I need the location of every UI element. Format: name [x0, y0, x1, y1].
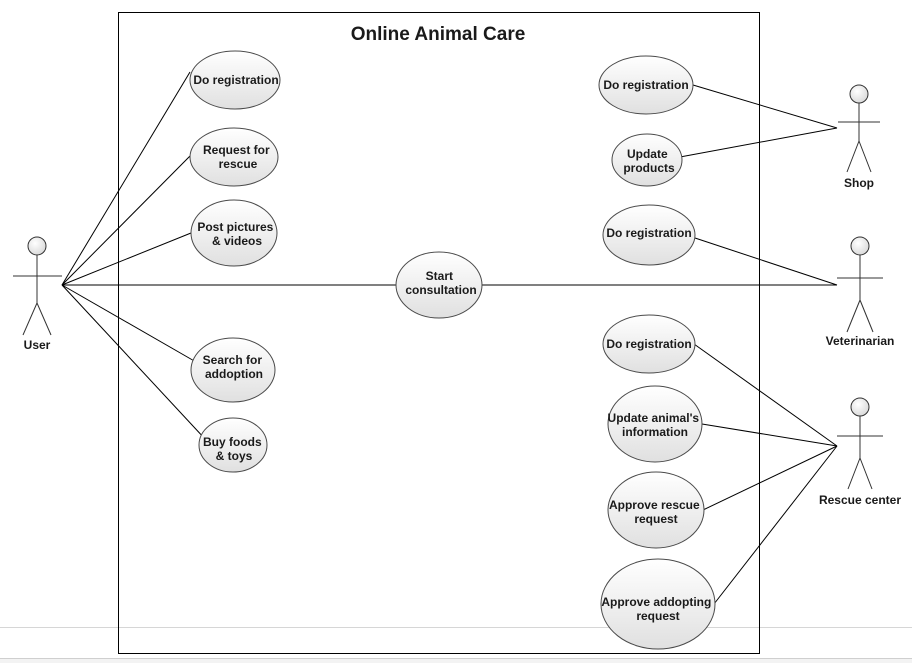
actor-veterinarian-label: Veterinarian: [826, 334, 895, 348]
use-case-label: Approve rescue: [609, 498, 700, 512]
line-user-registration: [61, 71, 191, 286]
use-case-label: & videos: [212, 234, 262, 248]
use-case-label: Request for: [203, 143, 270, 157]
actor-veterinarian[interactable]: [837, 236, 883, 333]
actor-head-icon: [27, 236, 47, 256]
use-case-label: request: [634, 512, 677, 526]
use-case-label: Update: [627, 147, 668, 161]
svg-text:Buy foods & toys: Buy foods & toys: [203, 435, 265, 463]
line-rescue-approve-adopting: [713, 445, 838, 605]
use-case-label: Search for: [203, 353, 263, 367]
use-case-post-pictures-videos[interactable]: Post pictures & videos: [190, 199, 278, 267]
line-vet-registration: [694, 237, 838, 286]
use-case-start-consultation[interactable]: Start consultation: [395, 251, 483, 319]
svg-text:Do registration: Do registration: [193, 73, 278, 87]
line-user-post-pictures: [61, 232, 192, 286]
actor-shop-label: Shop: [844, 176, 874, 190]
svg-text:Approve rescue request: Approve rescue request: [609, 498, 703, 526]
svg-text:Do registration: Do registration: [606, 337, 691, 351]
line-user-buy-foods: [61, 284, 207, 441]
use-case-label: Start: [426, 269, 453, 283]
use-case-request-for-rescue[interactable]: Request for rescue: [189, 127, 279, 187]
actor-head-icon: [850, 397, 870, 417]
actor-user[interactable]: [13, 236, 62, 336]
actor-user-label: User: [24, 338, 51, 352]
use-case-label: Post pictures: [197, 220, 273, 234]
line-rescue-approve-rescue: [702, 445, 838, 511]
line-shop-update-products: [679, 127, 838, 158]
use-case-label: addoption: [205, 367, 263, 381]
use-case-update-animal-information[interactable]: Update animal's information: [607, 385, 703, 463]
svg-text:Do registration: Do registration: [603, 78, 688, 92]
use-case-approve-rescue-request[interactable]: Approve rescue request: [607, 471, 705, 549]
svg-text:Start consultation: Start consultation: [405, 269, 476, 297]
svg-text:Search for addoption: Search for addoption: [203, 353, 266, 381]
use-case-do-registration-shop[interactable]: Do registration: [598, 55, 694, 115]
page-boundary-bottom: [0, 658, 912, 663]
line-rescue-registration: [693, 343, 838, 447]
use-case-label: rescue: [219, 157, 258, 171]
association-lines: [61, 71, 838, 605]
actor-rescue-center[interactable]: [837, 397, 883, 490]
use-case-label: Do registration: [193, 73, 278, 87]
use-case-label: Do registration: [606, 337, 691, 351]
svg-text:Request for rescue: Request for rescue: [203, 143, 273, 171]
use-case-do-registration-user[interactable]: Do registration: [189, 50, 281, 110]
svg-text:Update products: Update products: [623, 147, 675, 175]
use-case-label: Approve addopting: [601, 595, 711, 609]
svg-text:Post pictures & videos: Post pictures & videos: [197, 220, 276, 248]
use-case-buy-foods-toys[interactable]: Buy foods & toys: [198, 417, 268, 473]
use-case-do-registration-vet[interactable]: Do registration: [602, 204, 696, 266]
actor-head-icon: [849, 84, 869, 104]
line-user-search-adoption: [61, 284, 197, 363]
system-title: Online Animal Care: [351, 24, 526, 45]
use-case-approve-adopting-request[interactable]: Approve addopting request: [600, 558, 716, 650]
use-case-label: Do registration: [606, 226, 691, 240]
line-rescue-update-info: [701, 423, 838, 447]
svg-text:Approve addopting reques: Approve addopting request: [601, 595, 714, 623]
line-shop-registration: [692, 84, 838, 129]
use-case-label: products: [623, 161, 675, 175]
use-case-label: Buy foods: [203, 435, 262, 449]
use-case-label: Do registration: [603, 78, 688, 92]
use-case-label: & toys: [216, 449, 253, 463]
actor-rescue-center-label: Rescue center: [819, 493, 901, 507]
use-case-label: request: [636, 609, 679, 623]
line-user-request-rescue: [61, 155, 191, 286]
use-case-do-registration-rescue[interactable]: Do registration: [602, 314, 696, 374]
use-case-label: consultation: [405, 283, 476, 297]
use-case-search-for-adoption[interactable]: Search for addoption: [190, 337, 276, 403]
actor-shop[interactable]: [838, 84, 880, 173]
svg-text:Do registration: Do registration: [606, 226, 691, 240]
use-case-label: information: [622, 425, 688, 439]
actor-head-icon: [850, 236, 870, 256]
system-boundary: [118, 12, 760, 654]
use-case-label: Update animal's: [608, 411, 700, 425]
svg-text:Update animal's informat: Update animal's information: [608, 411, 703, 439]
use-case-update-products[interactable]: Update products: [611, 133, 683, 187]
